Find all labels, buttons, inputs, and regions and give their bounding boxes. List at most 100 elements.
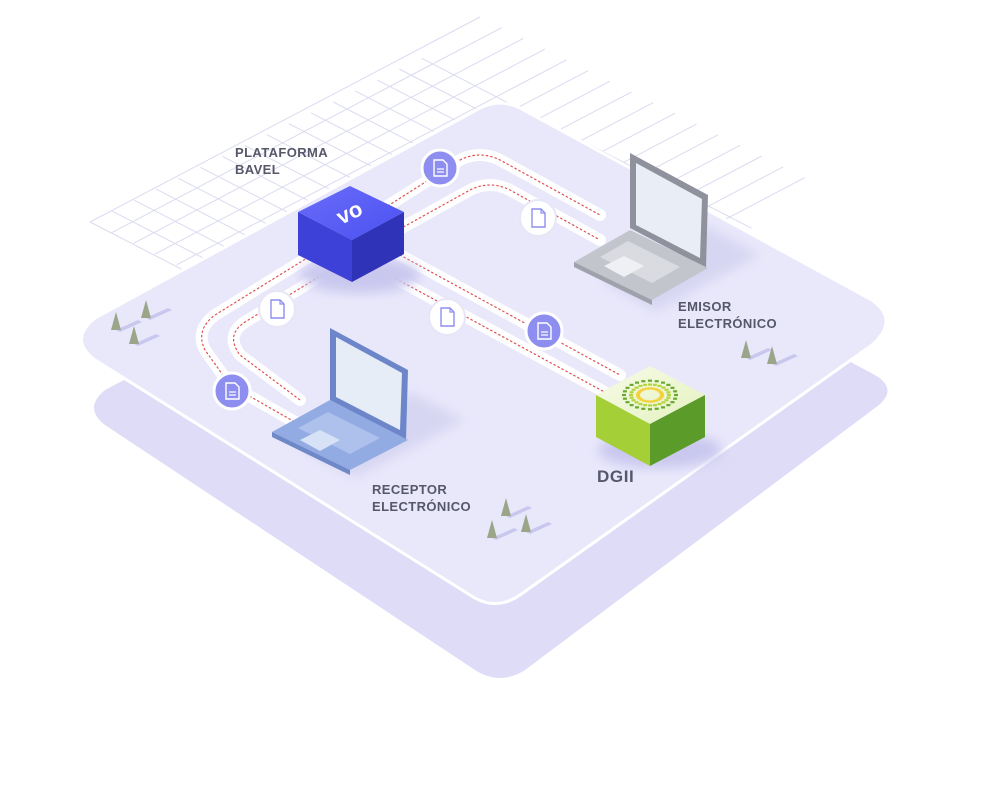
tree-icon xyxy=(111,312,121,330)
sunburst-dot xyxy=(661,401,666,404)
sunburst-dot xyxy=(629,383,634,386)
sunburst-dot xyxy=(666,383,671,386)
sunburst-dot xyxy=(629,404,634,407)
trees xyxy=(111,300,798,540)
document-outline-icon xyxy=(258,290,296,328)
sunburst-dot xyxy=(648,379,652,382)
sunburst-dot xyxy=(644,400,649,403)
sunburst-dot xyxy=(666,404,671,407)
sunburst-dot xyxy=(629,393,633,397)
sunburst-dot xyxy=(625,401,630,404)
sunburst-dot xyxy=(651,387,656,390)
sunburst-dot xyxy=(648,404,652,407)
sunburst-dot xyxy=(648,387,652,390)
sunburst-dot xyxy=(673,397,678,400)
sunburst-dot xyxy=(657,384,662,388)
grid-line xyxy=(111,27,502,234)
sunburst-dot xyxy=(648,408,652,411)
grid-line xyxy=(176,59,567,266)
sunburst-dot xyxy=(664,399,669,402)
tree-icon xyxy=(767,346,777,364)
sunburst-dot xyxy=(659,395,664,398)
sunburst-dot xyxy=(634,386,639,389)
tree-shadow xyxy=(492,528,518,540)
sunburst-dot xyxy=(658,397,663,400)
tree-shadow xyxy=(772,354,798,366)
bavel-platform-cube: vo xyxy=(298,186,420,293)
sunburst-dot xyxy=(666,391,671,394)
emisor-label-line2: ELECTRÓNICO xyxy=(678,316,778,331)
tree-icon xyxy=(741,340,751,358)
sunburst-dot xyxy=(631,399,636,402)
sunburst-dot xyxy=(634,401,639,404)
document-icon xyxy=(420,148,460,188)
sunburst-dot xyxy=(673,390,678,393)
receptor-laptop xyxy=(272,328,465,478)
sunburst-dot xyxy=(639,398,644,401)
sunburst-dot xyxy=(651,400,656,403)
sunburst-dot xyxy=(654,380,659,383)
sunburst-dot xyxy=(652,404,657,407)
tree-icon xyxy=(487,520,497,538)
sunburst-dot xyxy=(658,390,663,393)
sunburst-dot xyxy=(636,392,641,395)
sunburst-dot xyxy=(638,402,643,406)
sunburst-dot xyxy=(635,381,639,384)
sunburst-dot xyxy=(637,397,642,400)
sunburst-dot xyxy=(629,396,634,399)
receptor-label-line2: ELECTRÓNICO xyxy=(372,499,472,514)
tree-icon xyxy=(521,514,531,532)
document-outline-icon xyxy=(428,298,466,336)
sunburst-dot xyxy=(670,386,675,389)
sunburst-dot xyxy=(654,388,658,391)
dgii-cube xyxy=(596,366,722,468)
sunburst-dot xyxy=(666,396,671,399)
grid-line xyxy=(154,48,546,255)
sunburst-dot xyxy=(641,380,646,383)
sunburst-dot xyxy=(660,393,664,397)
sunburst-dot xyxy=(643,404,648,407)
dgii-logo-icon xyxy=(622,379,678,411)
sunburst-dot xyxy=(644,387,649,390)
sunburst-dot xyxy=(622,397,627,400)
document-icon xyxy=(212,371,252,411)
sunburst-dot xyxy=(648,383,652,386)
sunburst-dot xyxy=(637,390,642,393)
sunburst-dot xyxy=(657,402,662,406)
sunburst-dot xyxy=(659,392,664,395)
sunburst-dot xyxy=(648,400,652,403)
grid-line xyxy=(133,37,524,244)
tree-shadow xyxy=(526,522,552,534)
sunburst-dot xyxy=(661,406,665,409)
sunburst-dot xyxy=(661,381,665,384)
connection-paths xyxy=(195,149,626,431)
tree-shadow xyxy=(506,506,532,518)
sunburst-dot xyxy=(625,386,630,389)
sunburst-dot xyxy=(674,393,678,397)
sunburst-dot xyxy=(636,393,640,397)
sunburst-dot xyxy=(654,407,659,410)
sunburst-dot xyxy=(639,389,644,392)
document-icon xyxy=(524,311,564,351)
sunburst-dot xyxy=(664,388,669,391)
emisor-label: EMISOR ELECTRÓNICO xyxy=(678,298,777,332)
receptor-label: RECEPTOR ELECTRÓNICO xyxy=(372,481,471,515)
tree-icon xyxy=(129,326,139,344)
emisor-laptop xyxy=(574,153,760,312)
sunburst-dot xyxy=(631,388,636,391)
sunburst-dot xyxy=(670,401,675,404)
grid-line xyxy=(89,16,481,223)
sunburst-dot xyxy=(635,406,639,409)
sunburst-dot xyxy=(641,407,646,410)
platform-label-line2: BAVEL xyxy=(235,162,281,177)
sunburst-dot xyxy=(622,393,626,397)
tree-shadow xyxy=(746,348,772,360)
sunburst-dot xyxy=(638,384,643,388)
receptor-label-line1: RECEPTOR xyxy=(372,482,448,497)
tree-shadow xyxy=(116,320,142,332)
platform-label: PLATAFORMA BAVEL xyxy=(235,144,328,178)
sunburst-dot xyxy=(643,383,648,386)
dgii-label: DGII xyxy=(597,467,635,486)
sunburst-dot xyxy=(652,383,657,386)
sunburst-dot xyxy=(642,388,646,391)
